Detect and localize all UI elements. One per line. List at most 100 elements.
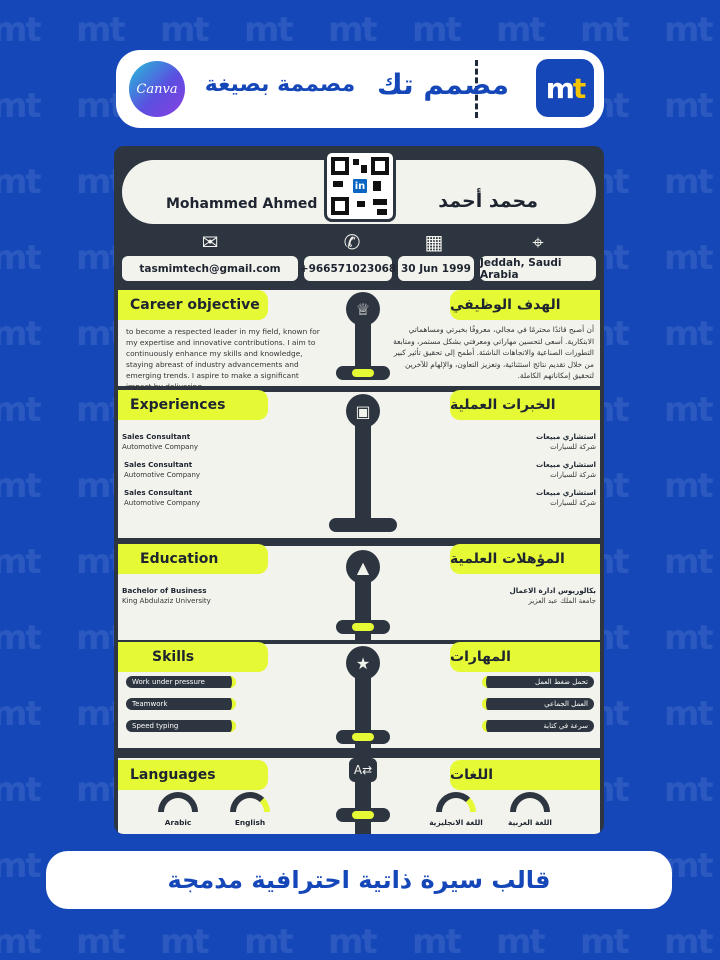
objective-text-ar: أن أصبح قائدًا محترمًا في مجالي، معروفًا… [393, 325, 594, 380]
objective-title-en: Career objective [118, 290, 268, 320]
language-gauge [230, 792, 270, 812]
job-role: استشاري مبيعات [535, 432, 596, 441]
location-pin-icon: ⌖ [532, 230, 544, 254]
phone-icon: ✆ [343, 230, 361, 254]
education-section: Education المؤهلات العلمية Bachelor of B… [118, 544, 600, 640]
skills-title-en: Skills [118, 642, 268, 672]
watermark-mark: mt [76, 10, 126, 50]
languages-title-ar: اللغات [450, 760, 600, 790]
watermark-mark: mt [0, 770, 42, 810]
objective-title-ar: الهدف الوظيفي [450, 290, 600, 320]
footer-title: قالب سيرة ذاتية احترافية مدمجة [46, 851, 672, 909]
mt-logo: mt [536, 59, 594, 117]
watermark-mark: mt [664, 922, 714, 960]
watermark-mark: mt [76, 922, 126, 960]
brand-name: مصمم تك [377, 68, 509, 101]
watermark-mark: mt [496, 922, 546, 960]
watermark-mark: mt [664, 694, 714, 734]
job-role: Sales Consultant [122, 432, 191, 441]
watermark-mark: mt [0, 618, 42, 658]
timeline-node [336, 730, 390, 744]
languages-section: Languages اللغات Arabic English اللغة ال… [118, 758, 600, 834]
experiences-section: Experiences الخبرات العملية Sales Consul… [118, 390, 600, 538]
name-english: Mohammed Ahmed [166, 196, 318, 212]
languages-title-en: Languages [118, 760, 268, 790]
skills-title-ar: المهارات [450, 642, 600, 672]
watermark-mark: mt [0, 86, 42, 126]
job-company: Automotive Company [124, 499, 201, 507]
watermark-mark: mt [0, 390, 42, 430]
watermark-mark: mt [664, 618, 714, 658]
watermark-mark: mt [664, 10, 714, 50]
watermark-mark: mt [0, 10, 42, 50]
watermark-mark: mt [160, 10, 210, 50]
linkedin-icon: in [351, 177, 369, 195]
translate-icon: A⇄ [349, 758, 377, 782]
watermark-mark: mt [328, 10, 378, 50]
watermark-mark: mt [0, 162, 42, 202]
watermark-mark: mt [664, 314, 714, 354]
watermark-mark: mt [0, 238, 42, 278]
watermark-mark: mt [0, 922, 42, 960]
watermark-mark: mt [664, 466, 714, 506]
watermark-mark: mt [580, 922, 630, 960]
skill-ar: سرعة في كتابة [482, 720, 594, 732]
watermark-mark: mt [0, 694, 42, 734]
watermark-mark: mt [496, 10, 546, 50]
job-ar-3: استشاري مبيعات شركة للسيارات [536, 488, 596, 508]
degree-title: بكالوريوس ادارة الاعمال [509, 586, 596, 595]
header-card: Canva مصممة بصيغة مصمم تك mt [116, 50, 604, 128]
language-gauge [158, 792, 198, 812]
language-gauge [436, 792, 476, 812]
watermark-mark: mt [580, 10, 630, 50]
watermark-mark: mt [664, 390, 714, 430]
job-role: Sales Consultant [124, 488, 193, 497]
skill-ar: تحمل ضغط العمل [482, 676, 594, 688]
job-role: استشاري مبيعات [535, 488, 596, 497]
objective-section: Career objective الهدف الوظيفي to become… [118, 290, 600, 391]
education-title-ar: المؤهلات العلمية [450, 544, 600, 574]
timeline-node [336, 620, 390, 634]
phone-field: +966571023068 [300, 256, 396, 281]
experiences-title-en: Experiences [118, 390, 268, 420]
cv-template: Mohammed Ahmed محمد أحمد in ✉ ✆ ▦ ⌖ tasm… [114, 146, 604, 834]
skills-section: Skills المهارات Work under pressure Team… [118, 642, 600, 748]
qr-code: in [324, 150, 396, 222]
date-field: 30 Jun 1999 [398, 256, 474, 281]
objective-text-en: to become a respected leader in my field… [126, 327, 320, 391]
timeline-node [336, 808, 390, 822]
header-divider [475, 60, 478, 118]
job-role: Sales Consultant [124, 460, 193, 469]
briefcase-icon: ▣ [346, 394, 380, 428]
watermark-mark: mt [664, 238, 714, 278]
watermark-mark: mt [0, 466, 42, 506]
experiences-title-ar: الخبرات العملية [450, 390, 600, 420]
email-field: tasmimtech@gmail.com [122, 256, 298, 281]
watermark-mark: mt [0, 314, 42, 354]
language-label-ar: اللغة العربية [508, 818, 552, 827]
skill-ar: العمل الجماعي [482, 698, 594, 710]
language-label-en: English [234, 818, 266, 827]
timeline-node [329, 518, 397, 532]
timeline-node [336, 366, 390, 380]
stars-person-icon: ★ [346, 646, 380, 680]
watermark-mark: mt [244, 10, 294, 50]
watermark-mark: mt [328, 922, 378, 960]
name-arabic: محمد أحمد [438, 190, 538, 212]
timeline-spine [355, 658, 371, 748]
watermark-mark: mt [664, 770, 714, 810]
watermark-mark: mt [244, 922, 294, 960]
job-company: شركة للسيارات [550, 499, 596, 507]
watermark-mark: mt [0, 542, 42, 582]
watermark-mark: mt [664, 86, 714, 126]
school-name: King Abdulaziz University [122, 597, 211, 605]
degree-title: Bachelor of Business [122, 586, 207, 595]
podium-icon: ♕ [346, 292, 380, 326]
